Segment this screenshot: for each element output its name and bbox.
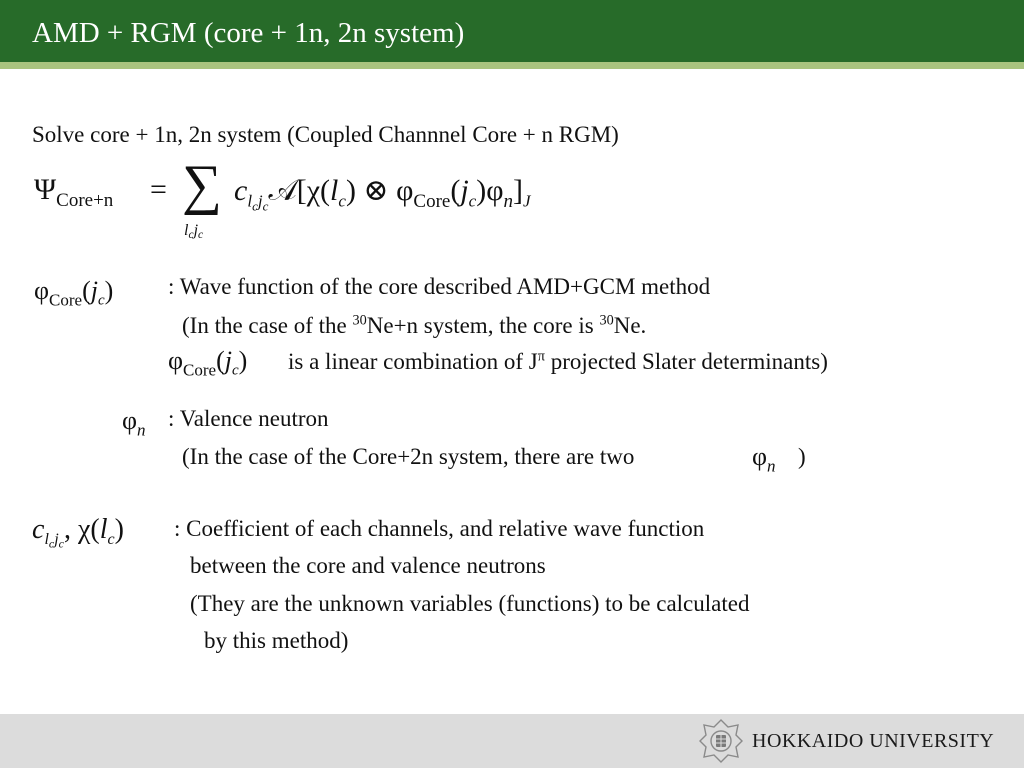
core-definition-line2: (In the case of the 30Ne+n system, the c… xyxy=(182,312,647,338)
equation-equals: = xyxy=(150,173,167,206)
equation-rhs: clcjc𝒜[χ(lc) ⊗ φCore(jc)φn]J xyxy=(234,174,531,214)
coefficient-symbols: clcjc, χ(lc) xyxy=(32,514,124,551)
title-bar xyxy=(0,0,1024,62)
core-definition-line1: : Wave function of the core described AM… xyxy=(168,274,711,299)
slide-title: AMD + RGM (core + 1n, 2n system) xyxy=(32,17,465,49)
coefficient-definition-line1: : Coefficient of each channels, and rela… xyxy=(174,516,705,541)
core-definition-line3: is a linear combination of Jπ projected … xyxy=(288,348,828,374)
valence-neutron-inline-symbol: φn xyxy=(752,442,776,476)
coefficient-definition-line4: by this method) xyxy=(204,628,349,653)
summation-sign: ∑ xyxy=(182,154,222,216)
university-name: HOKKAIDO UNIVERSITY xyxy=(752,730,995,752)
footer-bar xyxy=(0,714,1024,768)
coefficient-definition-line2: between the core and valence neutrons xyxy=(190,553,546,578)
university-emblem-icon xyxy=(699,719,743,763)
equation-lhs: ΨCore+n xyxy=(34,173,114,212)
valence-definition-line2-text: (In the case of the Core+2n system, ther… xyxy=(182,444,635,469)
core-wavefunction-symbol: φCore(jc) xyxy=(34,276,114,310)
coefficient-definition-line3: (They are the unknown variables (functio… xyxy=(190,591,750,616)
title-bar-rule xyxy=(0,62,1024,69)
core-wavefunction-inline-symbol: φCore(jc) xyxy=(168,346,248,380)
intro-text: Solve core + 1n, 2n system (Coupled Chan… xyxy=(32,122,619,147)
summation-index: lcjc xyxy=(184,222,204,241)
valence-definition-line2-close: ) xyxy=(798,444,806,469)
valence-definition-line1: : Valence neutron xyxy=(168,406,329,431)
valence-neutron-symbol: φn xyxy=(122,406,146,440)
